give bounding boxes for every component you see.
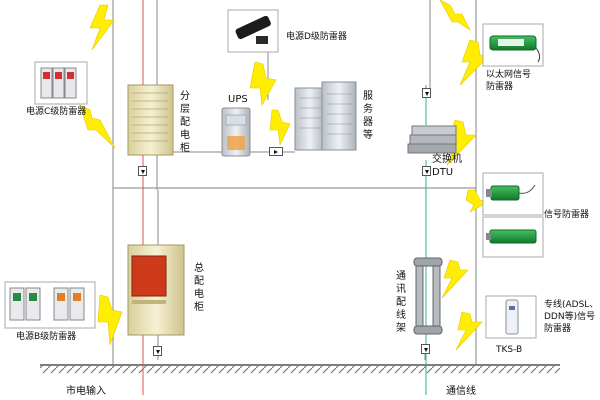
power-b-protector-image (4, 281, 96, 329)
ethernet-arrow-box (422, 88, 431, 98)
lightning-bolt-10 (249, 61, 277, 106)
server-label: 服务器等 (363, 91, 373, 141)
lightning-bolt-3 (439, 0, 471, 31)
ethernet-label-line2: 防雷器 (486, 82, 514, 92)
power-c-label: 电源C级防雷器 (26, 107, 87, 117)
lightning-bolt-11 (269, 109, 291, 147)
signal-arrow-box (422, 166, 431, 176)
lightning-bolt-2 (79, 104, 116, 149)
lightning-bolt-6 (465, 189, 489, 213)
signal-protector-label: 信号防雷器 (544, 210, 590, 220)
ethernet-protector-image (482, 23, 544, 67)
server-racks (294, 81, 357, 151)
power-d-label: 电源D级防雷器 (286, 32, 347, 42)
floor-distribution-cabinet (127, 84, 174, 156)
signal-protector-image-2 (482, 216, 544, 258)
switch-label: 交换机 (432, 154, 462, 165)
leased-line-label-3: 防雷器 (544, 324, 572, 334)
lightning-bolt-8 (455, 311, 483, 351)
ground-line (40, 364, 560, 373)
power-c-protector-image (34, 61, 88, 105)
comm-line-label: 通信线 (446, 386, 476, 397)
main-distribution-cabinet (127, 244, 185, 336)
network-switch (407, 125, 457, 154)
lightning-bolt-4 (459, 39, 491, 86)
leased-line-arrow-box (421, 344, 430, 354)
power-b-label: 电源B级防雷器 (16, 332, 77, 342)
leased-line-label-2: DDN等)信号 (544, 312, 596, 322)
ups-label: UPS (228, 94, 248, 105)
lightning-bolt-1 (89, 4, 115, 51)
comm-rack-label: 通讯配线架 (396, 271, 406, 334)
tks-label: TKS-B (496, 345, 523, 355)
ethernet-label-line1: 以太网信号 (486, 70, 532, 80)
power-strip-d-protector-image (227, 9, 279, 53)
dtu-label: DTU (432, 167, 454, 178)
ups-to-server-arrow-box (269, 147, 283, 156)
lightning-bolt-9 (97, 294, 123, 346)
mains-input-label: 市电输入 (66, 386, 106, 397)
comm-distribution-rack (413, 257, 443, 335)
signal-protector-image-1 (482, 172, 544, 216)
power-b-arrow-box (153, 346, 162, 356)
leased-line-label-1: 专线(ADSL、 (544, 300, 599, 310)
ups-unit (221, 107, 251, 157)
lightning-bolt-7 (441, 259, 469, 299)
floor-cabinet-label: 分层配电柜 (180, 91, 190, 154)
power-c-arrow-box (138, 166, 147, 176)
tks-b-protector-image (485, 295, 537, 339)
main-cabinet-label: 总配电柜 (194, 263, 204, 313)
